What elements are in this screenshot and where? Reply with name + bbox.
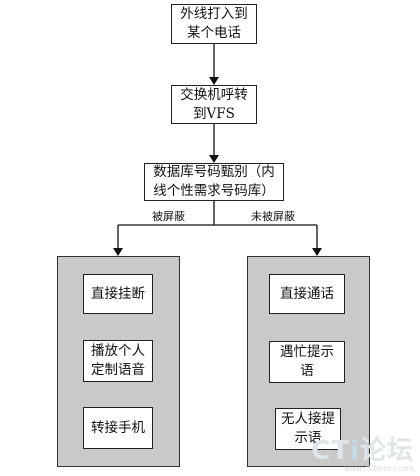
node-database-check: 数据库号码甄别（内 线个性需求号码库） [144, 163, 284, 201]
node-play-custom-voice: 播放个人 定制语音 [83, 340, 153, 382]
node-hang-up-directly: 直接挂断 [83, 274, 153, 314]
panel-blocked-actions: 直接挂断 播放个人 定制语音 转接手机 [57, 256, 180, 467]
node-forward-to-mobile: 转接手机 [83, 407, 153, 449]
watermark-logo: CTi论坛 [311, 436, 414, 466]
node-talk-directly: 直接通话 [269, 274, 345, 314]
panel-unblocked-actions: 直接通话 遇忙提示语 无人接提 示语 [247, 256, 370, 467]
node-no-answer-prompt: 无人接提 示语 [275, 408, 341, 450]
ctiforum-watermark: CTi论坛 www.ctiforum.com [308, 437, 418, 475]
node-switch-to-vfs: 交换机呼转 到VFS [171, 85, 257, 124]
node-incoming-call: 外线打入到 某个电话 [171, 4, 257, 44]
edge-label-not-blocked: 未被屏蔽 [251, 210, 295, 223]
edge-label-blocked: 被屏蔽 [152, 210, 185, 223]
watermark-url: www.ctiforum.com [343, 464, 414, 473]
node-busy-prompt: 遇忙提示语 [269, 341, 345, 383]
